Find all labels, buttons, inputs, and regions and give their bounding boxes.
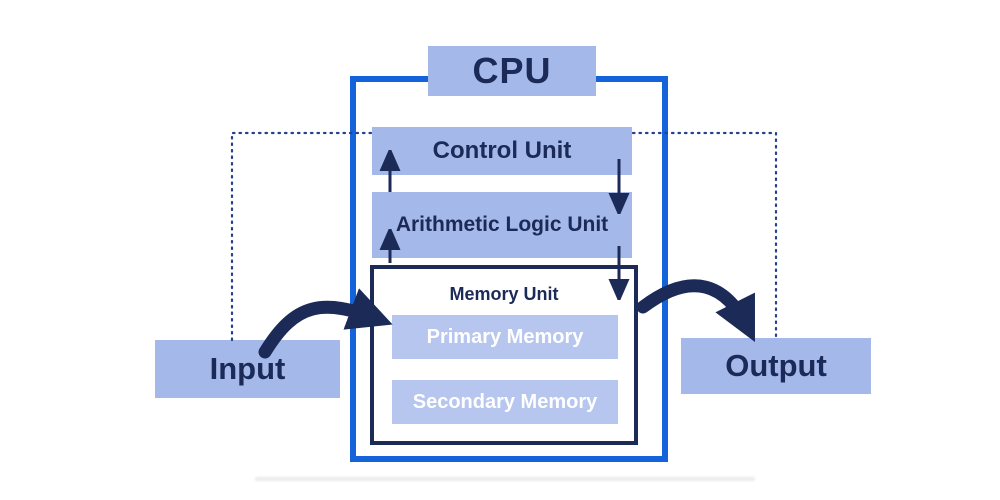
cpu-title: CPU bbox=[428, 46, 596, 96]
secondary-memory-box: Secondary Memory bbox=[392, 380, 618, 424]
control-unit-box: Control Unit bbox=[372, 127, 632, 175]
output-box: Output bbox=[681, 338, 871, 394]
input-box: Input bbox=[155, 340, 340, 398]
alu-box: Arithmetic Logic Unit bbox=[372, 192, 632, 258]
alu-label: Arithmetic Logic Unit bbox=[395, 212, 609, 236]
memory-unit-label: Memory Unit bbox=[449, 283, 559, 304]
page-shadow-artifact bbox=[255, 477, 755, 481]
primary-memory-box: Primary Memory bbox=[392, 315, 618, 359]
